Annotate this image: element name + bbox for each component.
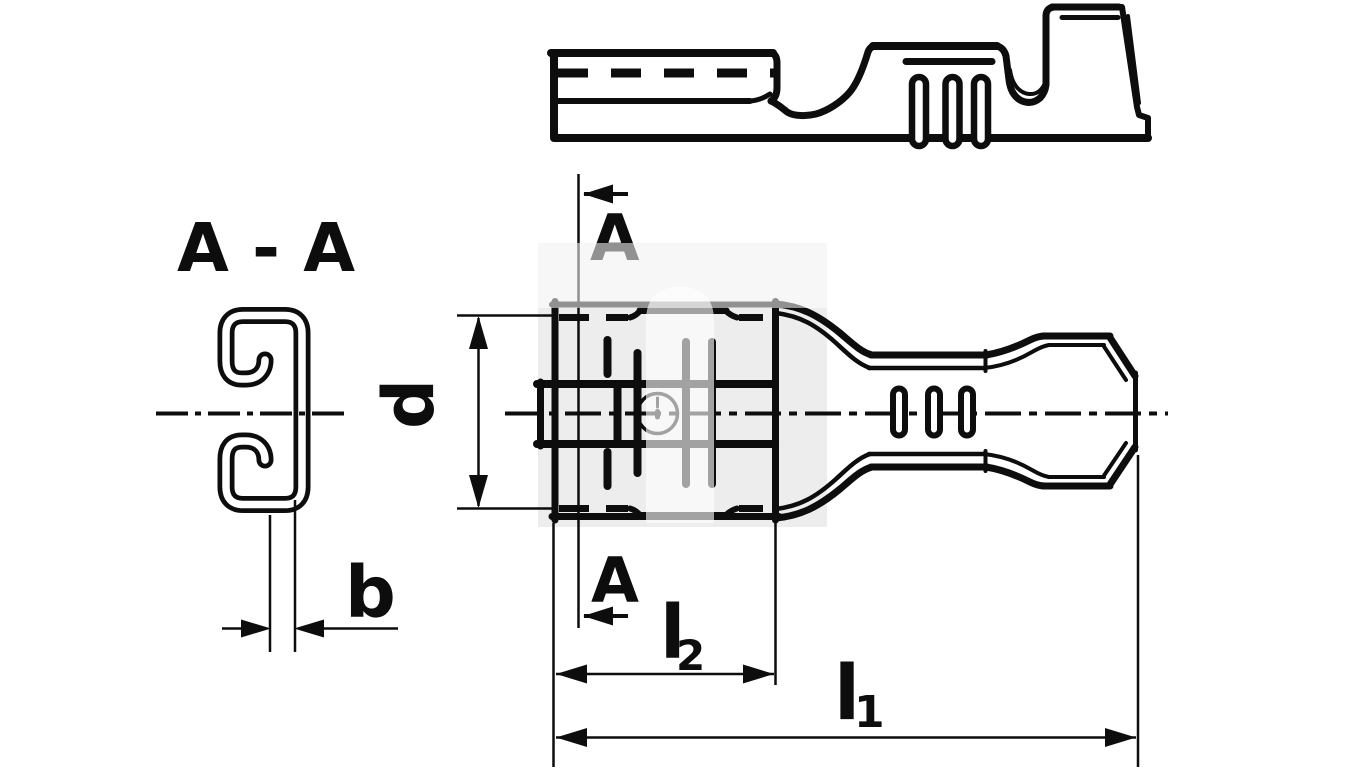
- cut-arrow-bottom: [583, 606, 613, 626]
- neck-bottom-inner-curve: [773, 451, 873, 512]
- l1-arrow-left: [556, 728, 587, 747]
- l2-dim-label: l: [660, 590, 685, 676]
- bulb-bottom-outer-curve: [982, 463, 1049, 490]
- bulb-top-outer-curve: [982, 332, 1049, 359]
- bulb-chamfer-top-inner: [1101, 343, 1128, 382]
- section-title: A - A: [177, 209, 355, 287]
- bulb-chamfer-bottom-right: [1105, 443, 1139, 490]
- dimension-d: d: [368, 314, 552, 510]
- dimension-b: b: [222, 500, 398, 652]
- bulb-bottom-inner-curve: [982, 452, 1051, 479]
- section-sheet-outer: [217, 307, 311, 513]
- l2-arrow-right: [743, 664, 774, 684]
- wing-right-edge: [1119, 4, 1151, 138]
- hidden-line-bottom-hook-right: [723, 505, 740, 518]
- side-view: [547, 3, 1152, 150]
- l2-dim-subscript: 2: [676, 631, 705, 680]
- profile-dip-right: [993, 3, 1058, 106]
- crimp-slot-3: [970, 73, 992, 150]
- plan-slot-3: [958, 385, 976, 439]
- section-sheet-inner: [222, 311, 306, 509]
- crimp-slot-1: [908, 73, 930, 150]
- hidden-line-top-hook-right: [723, 308, 740, 321]
- profile-dip-left: [767, 42, 879, 120]
- cut-label-bottom: A: [591, 544, 639, 617]
- blade-inner-curve: [747, 91, 773, 104]
- neck-bottom-outer-curve: [772, 463, 876, 522]
- d-dim-label: d: [368, 379, 450, 429]
- d-arrow-bottom: [469, 475, 488, 508]
- neck-top-inner-curve: [773, 310, 873, 371]
- l1-arrow-right: [1105, 728, 1136, 747]
- b-arrow-left: [241, 619, 271, 638]
- b-arrow-right: [294, 619, 324, 638]
- bulb-chamfer-top-right: [1105, 332, 1139, 380]
- wing-inner-slant: [1126, 14, 1141, 105]
- l1-dim-subscript: 1: [854, 687, 885, 738]
- watermark-arch: [646, 287, 714, 523]
- d-arrow-top: [469, 316, 488, 349]
- l1-dim-label: l: [834, 648, 860, 737]
- dimension-l1: l 1: [556, 455, 1140, 767]
- blade-right-edge: [767, 49, 781, 105]
- plan-slot-2: [925, 385, 943, 439]
- b-dim-label: b: [345, 551, 396, 634]
- section-view-a-a: A - A: [156, 209, 355, 513]
- bulb-top-inner-curve: [982, 343, 1051, 370]
- dimension-l2: l 2: [552, 523, 777, 767]
- l2-arrow-left: [556, 664, 587, 684]
- cut-arrow-top: [583, 184, 613, 204]
- bulb-chamfer-bottom-inner: [1101, 441, 1128, 479]
- crimp-slot-2: [942, 73, 963, 150]
- plan-slot-1: [890, 385, 908, 439]
- dip-inner-line: [1008, 68, 1046, 97]
